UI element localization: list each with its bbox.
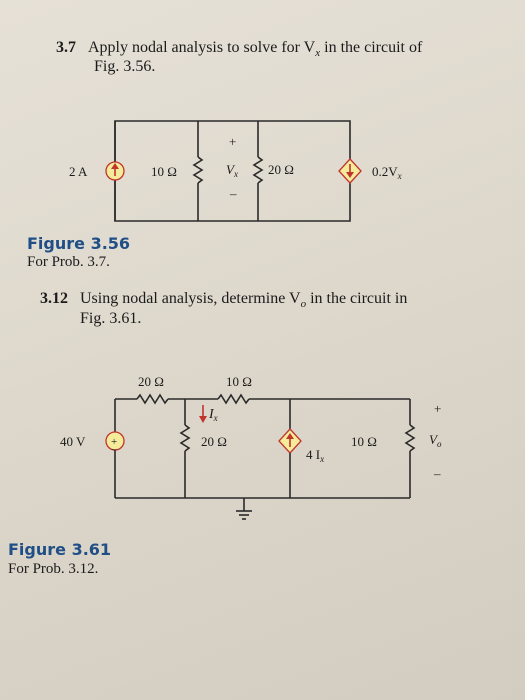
figure-title: Figure 3.61 bbox=[8, 540, 112, 559]
figure-caption: For Prob. 3.7. bbox=[27, 254, 110, 270]
arrow-up-icon bbox=[111, 163, 119, 169]
arrow-up-icon bbox=[286, 433, 294, 439]
resistor-label: 20 Ω bbox=[268, 162, 294, 177]
resistor-20-ohm-vertical bbox=[179, 424, 191, 452]
resistor-label: 10 Ω bbox=[351, 434, 377, 449]
figure-caption: For Prob. 3.12. bbox=[8, 561, 99, 577]
figure-title: Figure 3.56 bbox=[27, 234, 131, 253]
problem-text: Using nodal analysis, determine Vo in th… bbox=[80, 290, 408, 311]
resistor-20-ohm bbox=[252, 156, 264, 184]
vo-label: Vo bbox=[429, 432, 442, 449]
problem-number: 3.12 bbox=[40, 290, 68, 307]
problem-text-line2: Fig. 3.56. bbox=[94, 58, 156, 75]
vx-label: Vx bbox=[226, 162, 238, 179]
source-label: 2 A bbox=[69, 164, 88, 179]
problem-3-12: 3.12 Using nodal analysis, determine Vo … bbox=[40, 289, 480, 327]
ix-label: Ix bbox=[208, 407, 218, 423]
resistor-10-ohm bbox=[192, 156, 204, 184]
dep-source-label: 0.2Vx bbox=[372, 164, 402, 181]
problem-number: 3.7 bbox=[56, 39, 76, 56]
resistor-label: 10 Ω bbox=[226, 374, 252, 389]
arrow-down-icon bbox=[199, 416, 207, 423]
resistor-label: 20 Ω bbox=[138, 374, 164, 389]
minus-sign: – bbox=[433, 466, 441, 481]
problem-text: Apply nodal analysis to solve for Vx in … bbox=[88, 39, 423, 60]
resistor-20-ohm-top bbox=[136, 393, 169, 405]
source-label: 40 V bbox=[60, 434, 86, 449]
plus-sign: + bbox=[434, 401, 441, 416]
resistor-10-ohm-top bbox=[217, 393, 250, 405]
source-plus: + bbox=[111, 436, 117, 448]
resistor-10-ohm-vertical bbox=[404, 424, 416, 452]
minus-sign: – bbox=[229, 186, 237, 201]
source-minus: – bbox=[111, 444, 117, 454]
arrow-down-icon bbox=[346, 172, 354, 178]
dep-source-label: 4 Ix bbox=[306, 447, 324, 464]
resistor-label: 20 Ω bbox=[201, 434, 227, 449]
problem-3-7: 3.7 Apply nodal analysis to solve for Vx… bbox=[56, 38, 476, 75]
resistor-label: 10 Ω bbox=[151, 164, 177, 179]
plus-sign: + bbox=[229, 134, 236, 149]
problem-text-line2: Fig. 3.61. bbox=[80, 310, 142, 327]
